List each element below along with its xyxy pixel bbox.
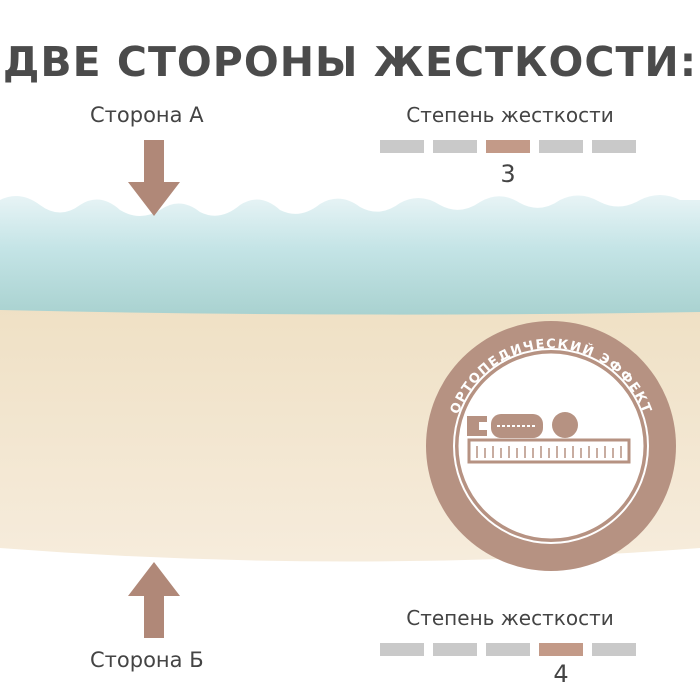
- rating-bar: [592, 643, 636, 656]
- side-b-rating-label: Степень жесткости: [406, 606, 614, 630]
- blue-foam-layer: [0, 195, 700, 315]
- rating-bar: [592, 140, 636, 153]
- side-a-rating-value: 3: [500, 160, 516, 188]
- body-on-mattress-icon: [467, 412, 631, 464]
- orthopedic-effect-badge: ОРТОПЕДИЧЕСКИЙ ЭФФЕКТ: [426, 321, 676, 571]
- arrow-up-icon: [128, 562, 180, 638]
- arrow-down-icon: [128, 140, 180, 216]
- side-a-rating-label: Степень жесткости: [406, 103, 614, 127]
- rating-bar: [486, 643, 530, 656]
- side-a-label: Сторона А: [90, 103, 204, 127]
- rating-bar: [433, 140, 477, 153]
- rating-bar-active: [486, 140, 530, 153]
- side-a-rating-bars: [380, 140, 636, 153]
- side-b-rating-bars: [380, 643, 636, 656]
- rating-bar: [380, 643, 424, 656]
- side-b-rating-value: 4: [553, 660, 569, 688]
- rating-bar: [380, 140, 424, 153]
- rating-bar-active: [539, 643, 583, 656]
- rating-bar: [433, 643, 477, 656]
- rating-bar: [539, 140, 583, 153]
- page-title: ДВЕ СТОРОНЫ ЖЕСТКОСТИ:: [2, 38, 698, 86]
- side-b-label: Сторона Б: [90, 648, 204, 672]
